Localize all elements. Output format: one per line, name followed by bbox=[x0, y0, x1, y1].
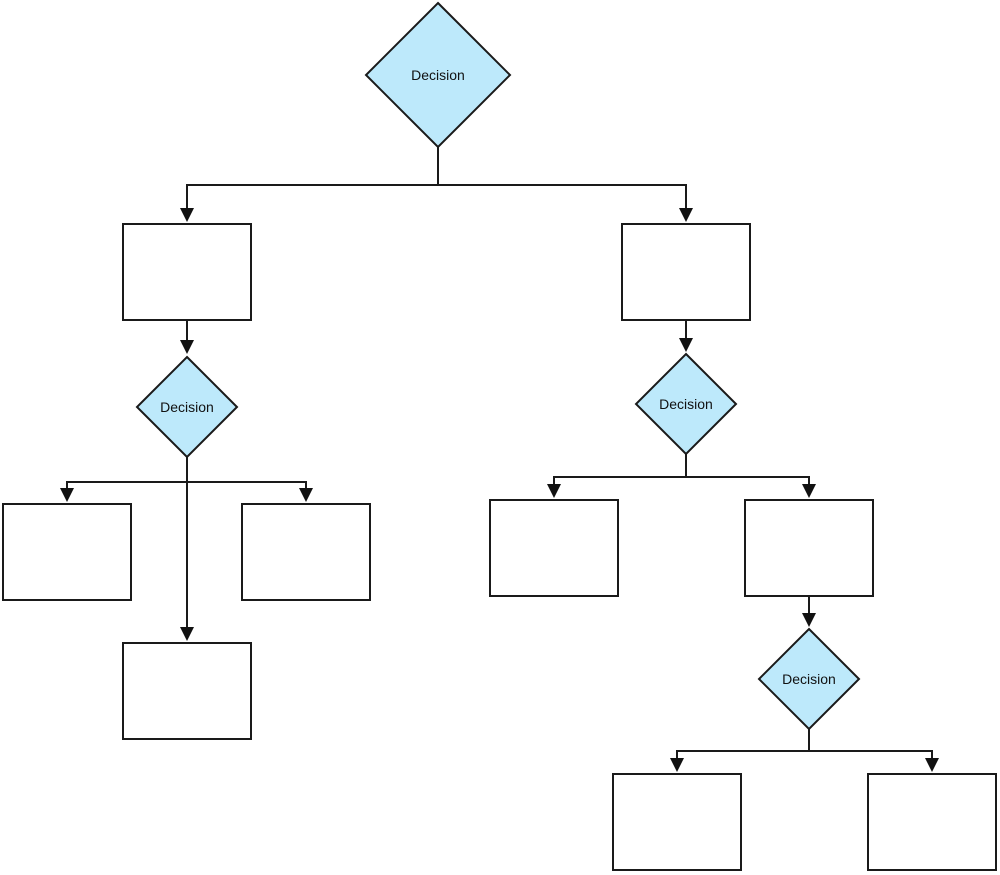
process-box-b6[interactable] bbox=[489, 499, 619, 597]
node-label-d3: Decision bbox=[659, 396, 713, 412]
node-label-d4: Decision bbox=[782, 671, 836, 687]
arrowhead-b4 bbox=[299, 488, 313, 502]
connector-d3-to-b6 bbox=[553, 454, 687, 486]
process-box-shape bbox=[744, 499, 874, 597]
process-box-shape bbox=[241, 503, 371, 601]
decision-node-d3[interactable]: Decision bbox=[634, 352, 738, 456]
arrowhead-d4 bbox=[802, 613, 816, 627]
arrowhead-b5 bbox=[180, 627, 194, 641]
decision-diamond-shape bbox=[757, 627, 861, 731]
process-box-b4[interactable] bbox=[241, 503, 371, 601]
decision-diamond-shape bbox=[364, 1, 512, 149]
process-box-shape bbox=[122, 223, 252, 321]
process-box-shape bbox=[621, 223, 751, 321]
process-box-shape bbox=[612, 773, 742, 871]
node-label-d2: Decision bbox=[160, 399, 214, 415]
connector-d2-to-b3 bbox=[66, 457, 188, 490]
arrowhead-b9 bbox=[925, 758, 939, 772]
decision-diamond-shape bbox=[634, 352, 738, 456]
arrowhead-b3 bbox=[60, 488, 74, 502]
process-box-b8[interactable] bbox=[612, 773, 742, 871]
process-box-shape bbox=[867, 773, 997, 871]
arrowhead-d2 bbox=[180, 340, 194, 354]
connectors-layer bbox=[60, 147, 939, 772]
arrowhead-d3 bbox=[679, 338, 693, 352]
connector-d3-to-b7 bbox=[686, 476, 810, 486]
decision-node-d4[interactable]: Decision bbox=[757, 627, 861, 731]
decision-node-d1[interactable]: Decision bbox=[364, 1, 512, 149]
decision-node-d2[interactable]: Decision bbox=[135, 355, 239, 459]
process-box-b5[interactable] bbox=[122, 642, 252, 740]
connector-d4-to-b8 bbox=[676, 729, 810, 760]
process-box-b1[interactable] bbox=[122, 223, 252, 321]
process-box-shape bbox=[122, 642, 252, 740]
arrowhead-b2 bbox=[679, 208, 693, 222]
process-box-b3[interactable] bbox=[2, 503, 132, 601]
process-box-b9[interactable] bbox=[867, 773, 997, 871]
arrowhead-b6 bbox=[547, 484, 561, 498]
arrowhead-b8 bbox=[670, 758, 684, 772]
decision-diamond-shape bbox=[135, 355, 239, 459]
process-box-shape bbox=[2, 503, 132, 601]
connector-d4-to-b9 bbox=[809, 750, 933, 760]
process-box-shape bbox=[489, 499, 619, 597]
connector-d1-to-b1 bbox=[186, 147, 439, 210]
arrowhead-b7 bbox=[802, 484, 816, 498]
process-box-b7[interactable] bbox=[744, 499, 874, 597]
connector-d1-to-b2 bbox=[438, 184, 687, 210]
connector-d2-to-b4 bbox=[187, 481, 307, 490]
process-box-b2[interactable] bbox=[621, 223, 751, 321]
arrowhead-b1 bbox=[180, 208, 194, 222]
node-label-d1: Decision bbox=[411, 67, 465, 83]
